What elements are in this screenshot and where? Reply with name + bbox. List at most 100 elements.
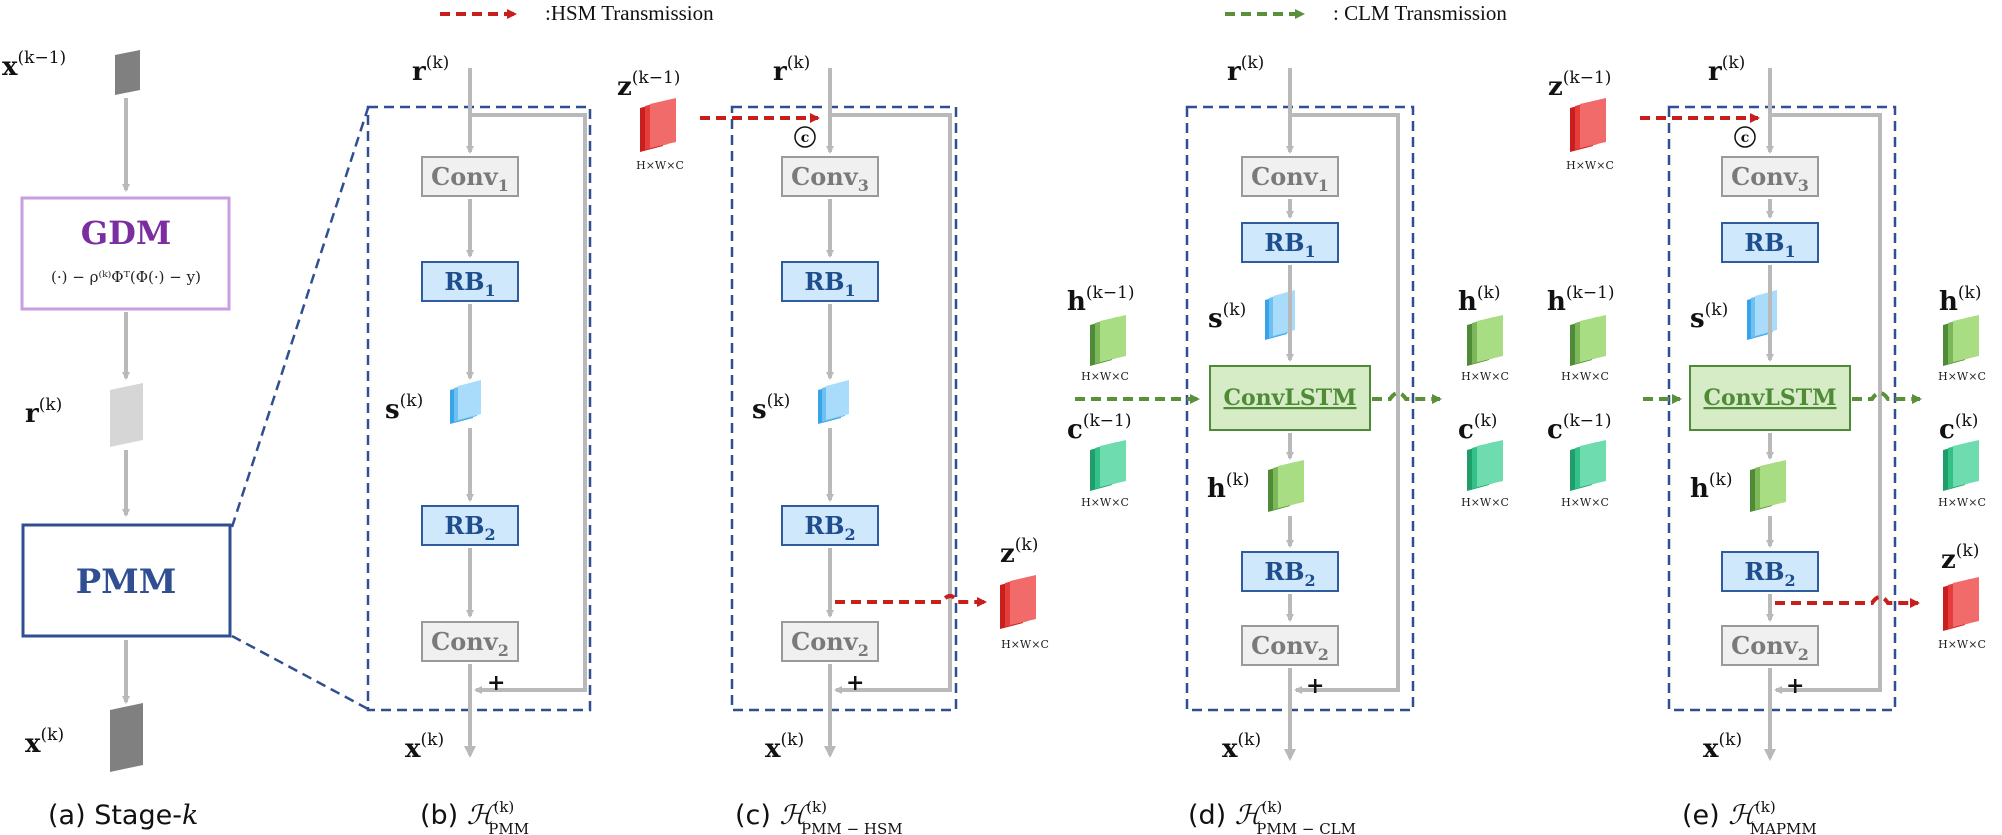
c-concat-label: c xyxy=(801,130,810,146)
c-conv3-box xyxy=(781,156,879,197)
c-concat-icon xyxy=(794,126,816,148)
c-hsm-out-arrow xyxy=(835,594,987,607)
c-rb1-box xyxy=(781,261,879,302)
e-z-prev-dims: H×W×C xyxy=(1566,159,1614,172)
c-z-out-dims: H×W×C xyxy=(1001,638,1049,651)
e-h-inner-label: h(k) xyxy=(1690,470,1732,504)
c-z-prev-label: z(k−1) xyxy=(617,68,680,102)
e-z-prev-label: z(k−1) xyxy=(1548,68,1611,102)
c-z-out-feature-icon xyxy=(1000,575,1036,629)
e-plus: + xyxy=(1786,673,1804,699)
panel-e-frame xyxy=(1667,105,1897,712)
pmm-title: PMM xyxy=(76,562,177,602)
b-s-feature-icon xyxy=(450,380,481,424)
e-conv2-box xyxy=(1721,625,1819,666)
d-conv1-box xyxy=(1241,156,1339,197)
e-hsm-out-arrow xyxy=(1775,595,1920,608)
caption-d: (d) ℋ(k)PMM − CLM xyxy=(1188,798,1356,835)
e-r-label: r(k) xyxy=(1708,53,1745,87)
d-rb2-label: RB2 xyxy=(1264,557,1315,590)
b-conv2-label: Conv2 xyxy=(431,627,509,660)
c-r-label: r(k) xyxy=(773,53,810,87)
d-conv2-box xyxy=(1241,625,1339,666)
e-c-prev-feature-icon xyxy=(1570,440,1606,491)
d-c-prev-feature-icon xyxy=(1090,440,1126,491)
r-label: r(k) xyxy=(25,395,62,429)
e-rb2-label: RB2 xyxy=(1744,557,1795,590)
e-z-out-label: z(k) xyxy=(1941,541,1979,575)
d-s-label: s(k) xyxy=(1208,300,1246,334)
e-c-out-feature-icon xyxy=(1943,440,1979,491)
e-convlstm-label: ConvLSTM xyxy=(1703,385,1836,411)
c-conv2-label: Conv2 xyxy=(791,627,869,660)
c-conv2-box xyxy=(781,621,879,662)
b-rb2-box xyxy=(421,505,519,546)
caption-a: (a) Stage-k xyxy=(48,800,198,831)
d-c-prev-label: c(k−1) xyxy=(1067,411,1131,445)
b-conv1-box xyxy=(421,156,519,197)
panel-d-frame xyxy=(1185,105,1415,712)
e-c-out-label: c(k) xyxy=(1939,411,1978,445)
d-h-prev-feature-icon xyxy=(1090,315,1126,366)
c-rb2-box xyxy=(781,505,879,546)
b-skip-connection xyxy=(470,113,587,694)
e-z-prev-feature-icon xyxy=(1570,98,1606,152)
d-clm-out-arrow xyxy=(1372,391,1442,404)
c-plus: + xyxy=(846,670,864,696)
c-s-feature-icon xyxy=(818,380,849,424)
d-convlstm-label: ConvLSTM xyxy=(1223,385,1356,411)
caption-b: (b) ℋ(k)PMM xyxy=(420,798,529,835)
d-convlstm-box xyxy=(1209,365,1371,431)
c-z-out-label: z(k) xyxy=(1000,535,1038,569)
e-clm-out-arrow xyxy=(1852,391,1922,404)
caption-c: (c) ℋ(k)PMM − HSM xyxy=(735,798,903,835)
d-conv2-label: Conv2 xyxy=(1251,631,1329,664)
gdm-title: GDM xyxy=(81,214,172,252)
e-conv2-label: Conv2 xyxy=(1731,631,1809,664)
e-s-feature-icon xyxy=(1747,290,1777,340)
e-z-out-dims: H×W×C xyxy=(1938,638,1986,651)
d-h-prev-label: h(k−1) xyxy=(1067,283,1135,317)
b-rb1-box xyxy=(421,261,519,302)
panel-b-pmm: r(k) Conv1 RB1 s(k) RB2 Conv2 + x(k) (b)… xyxy=(366,53,592,835)
e-h-out-dims: H×W×C xyxy=(1938,370,1986,383)
b-x-label: x(k) xyxy=(405,730,444,764)
e-c-out-dims: H×W×C xyxy=(1938,496,1986,509)
pmm-box xyxy=(21,523,232,638)
e-h-out-label: h(k) xyxy=(1939,283,1981,317)
d-c-out-feature-icon xyxy=(1467,440,1503,491)
c-conv3-label: Conv3 xyxy=(791,162,869,195)
r-feature-icon xyxy=(110,383,143,447)
panel-c-frame xyxy=(730,105,958,712)
panel-a-stage: x(k−1) GDM (·) − ρ⁽ᵏ⁾Φᵀ(Φ(·) − y) r(k) P… xyxy=(2,48,370,831)
e-conv3-box xyxy=(1721,156,1819,197)
d-x-label: x(k) xyxy=(1222,730,1261,764)
c-s-label: s(k) xyxy=(752,391,790,425)
e-c-prev-label: c(k−1) xyxy=(1547,411,1611,445)
d-rb2-box xyxy=(1241,551,1339,592)
c-rb2-label: RB2 xyxy=(804,511,855,544)
e-rb1-box xyxy=(1721,222,1819,263)
d-h-inner-feature-icon xyxy=(1268,460,1304,512)
e-x-label: x(k) xyxy=(1703,730,1742,764)
legend: :HSM Transmission : CLM Transmission xyxy=(440,1,1507,25)
e-rb1-label: RB1 xyxy=(1744,228,1795,261)
e-h-prev-feature-icon xyxy=(1570,315,1606,366)
d-r-label: r(k) xyxy=(1227,53,1264,87)
gdm-formula: (·) − ρ⁽ᵏ⁾Φᵀ(Φ(·) − y) xyxy=(51,268,201,286)
b-r-label: r(k) xyxy=(412,53,449,87)
e-z-out-feature-icon xyxy=(1943,577,1979,631)
zoom-line-bottom xyxy=(231,634,369,711)
d-h-out-dims: H×W×C xyxy=(1461,370,1509,383)
c-z-prev-feature-icon xyxy=(640,98,676,152)
d-skip-connection xyxy=(1290,113,1400,694)
d-plus: + xyxy=(1306,673,1324,699)
c-rb1-label: RB1 xyxy=(804,267,855,300)
gdm-box xyxy=(20,196,231,311)
e-skip-connection xyxy=(1770,113,1882,694)
b-conv2-box xyxy=(421,621,519,662)
e-h-prev-dims: H×W×C xyxy=(1561,370,1609,383)
d-rb1-label: RB1 xyxy=(1264,228,1315,261)
